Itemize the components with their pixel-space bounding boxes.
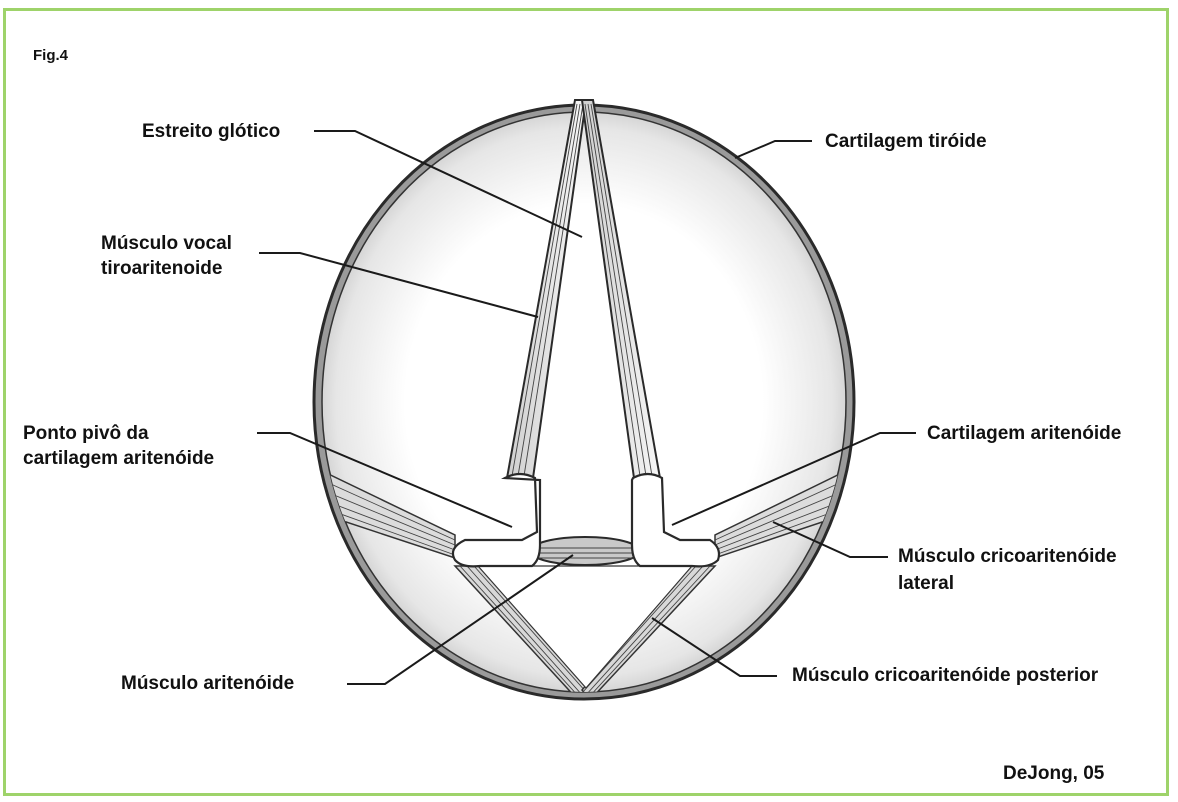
label-cartilagem-tiroide: Cartilagem tiróide: [825, 130, 987, 153]
label-musculo-aritenoide: Músculo aritenóide: [121, 672, 294, 695]
label-cricoaritenoide-lateral-1: Músculo cricoaritenóide: [898, 545, 1117, 568]
label-musculo-vocal-2: tiroaritenoide: [101, 257, 222, 280]
label-cartilagem-aritenoide: Cartilagem aritenóide: [927, 422, 1121, 445]
figure-number: Fig.4: [33, 44, 68, 67]
label-musculo-vocal-1: Músculo vocal: [101, 232, 232, 255]
leader-cartilagem-tiroide: [735, 141, 812, 158]
arytenoid-muscle: [530, 537, 640, 565]
label-ponto-pivo-2: cartilagem aritenóide: [23, 447, 214, 470]
label-ponto-pivo-1: Ponto pivô da: [23, 422, 149, 445]
label-cricoaritenoide-posterior: Músculo cricoaritenóide posterior: [792, 664, 1098, 687]
label-cricoaritenoide-lateral-2: lateral: [898, 572, 954, 595]
figure-credit: DeJong, 05: [1003, 762, 1104, 785]
label-estreito-glotico: Estreito glótico: [142, 120, 280, 143]
